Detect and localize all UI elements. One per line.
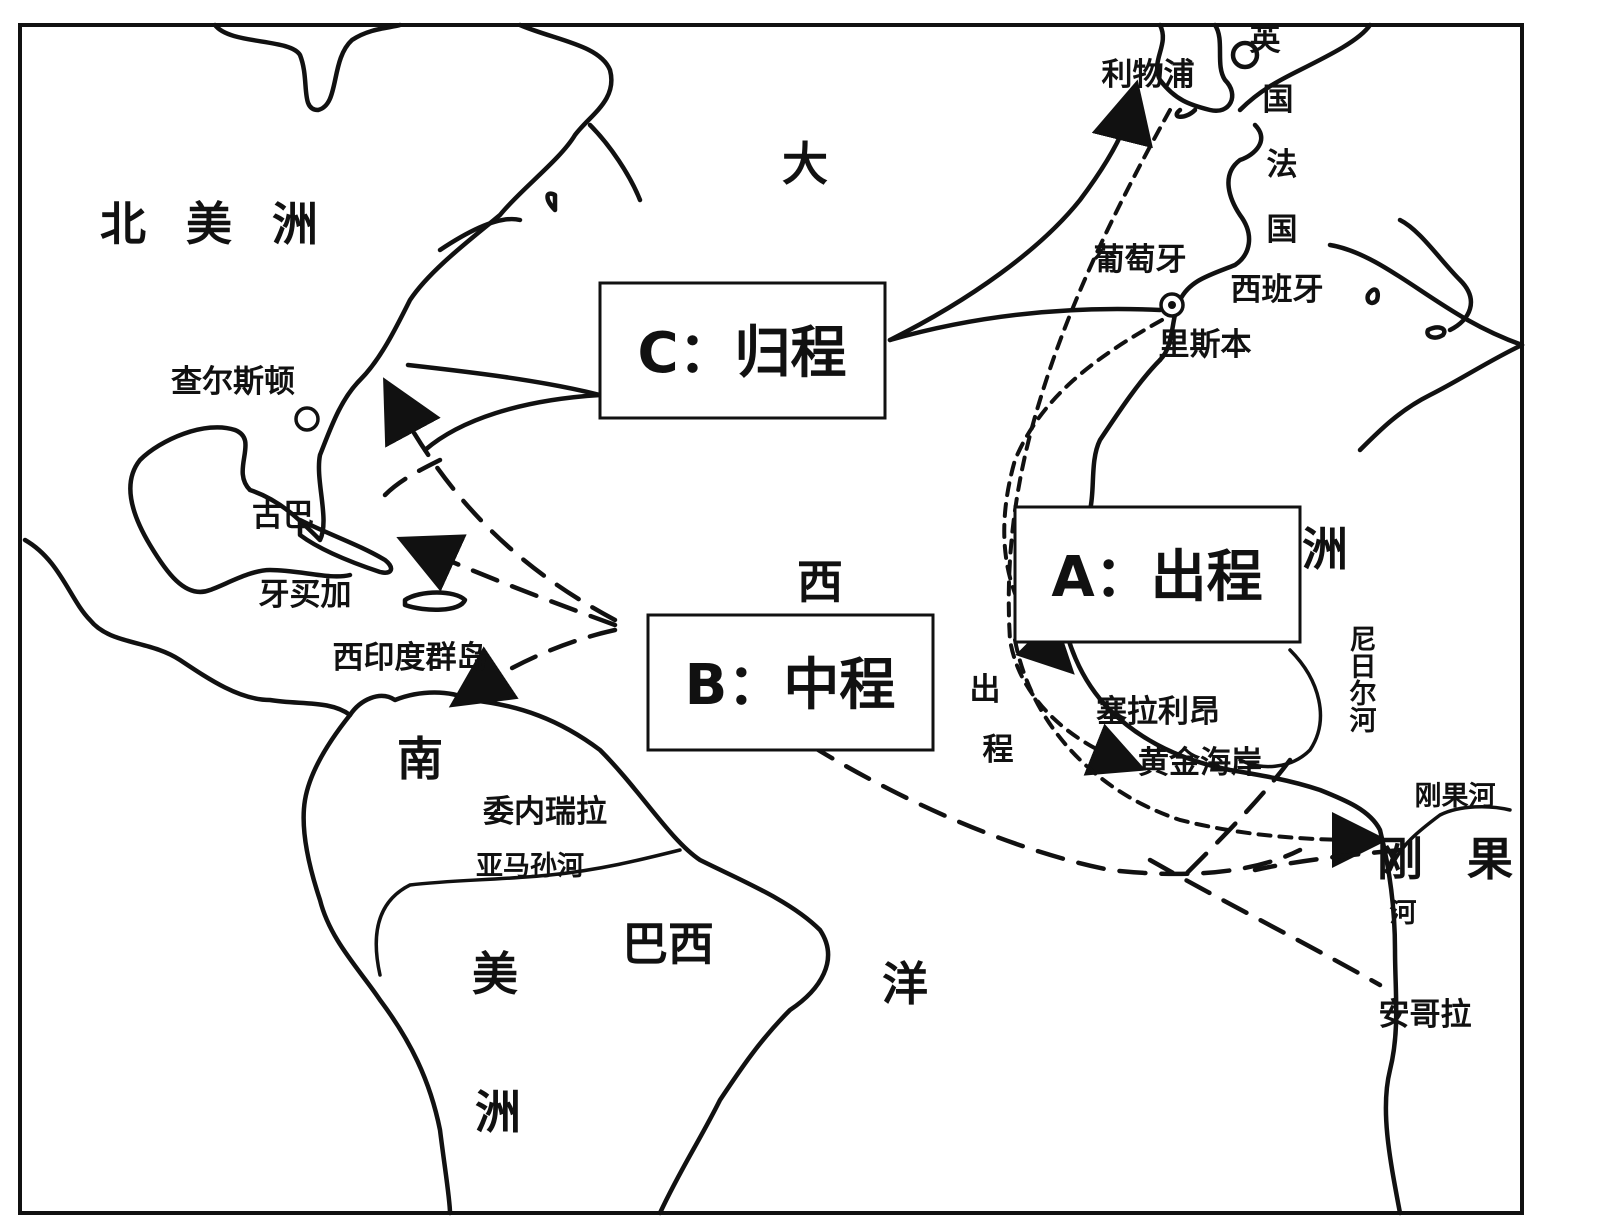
label-brazil: 巴西 bbox=[622, 917, 714, 971]
label-sierra-leone: 塞拉利昂 bbox=[1096, 694, 1220, 730]
britain-coast bbox=[1154, 22, 1235, 119]
box-b-middle bbox=[646, 613, 935, 752]
label-france-2: 国 bbox=[1267, 212, 1298, 248]
africa-coast bbox=[1057, 342, 1525, 1216]
label-niger-river: 尼日尔河 bbox=[1345, 625, 1377, 733]
label-jamaica: 牙买加 bbox=[259, 577, 352, 613]
label-england-1: 英 bbox=[1250, 22, 1282, 58]
map-frame bbox=[18, 23, 1524, 1215]
med-island bbox=[1425, 325, 1447, 340]
middle-route-africa bbox=[807, 742, 1303, 877]
med-island-2 bbox=[1365, 287, 1380, 306]
box-b-label: B：中程 bbox=[685, 653, 896, 718]
label-congo-river: 刚果河 bbox=[1415, 781, 1496, 812]
return-route-liverpool bbox=[887, 79, 1153, 343]
middle-route-goldcoast bbox=[1177, 757, 1293, 883]
label-france-1: 法 bbox=[1267, 147, 1298, 183]
label-spain: 西班牙 bbox=[1231, 272, 1324, 308]
box-c-label: C：归程 bbox=[637, 321, 846, 386]
label-outbound-2: 程 bbox=[983, 732, 1014, 768]
canada-islands bbox=[437, 122, 643, 253]
return-route-main bbox=[422, 392, 603, 453]
label-cuba: 古巴 bbox=[252, 498, 314, 534]
label-angola: 安哥拉 bbox=[1379, 997, 1472, 1033]
outbound-route-liverpool bbox=[1006, 108, 1172, 776]
south-america-coast bbox=[301, 690, 831, 1216]
middle-route-westindies bbox=[448, 627, 618, 708]
europe-coast bbox=[1157, 22, 1525, 363]
label-ocean-3: 洋 bbox=[882, 957, 928, 1011]
charleston-marker bbox=[294, 406, 320, 432]
label-congo-3: 河 bbox=[1390, 898, 1417, 929]
cuba-island bbox=[297, 517, 394, 575]
label-south-2: 美 bbox=[472, 947, 518, 1001]
label-venezuela: 委内瑞拉 bbox=[483, 794, 607, 830]
north-america-coast bbox=[22, 22, 614, 718]
label-ocean-2: 西 bbox=[797, 555, 843, 609]
outbound-route-congo bbox=[1013, 638, 1388, 868]
label-gold-coast: 黄金海岸 bbox=[1138, 745, 1262, 781]
label-charleston: 查尔斯顿 bbox=[171, 364, 295, 400]
jamaica-island bbox=[402, 590, 468, 612]
label-liverpool: 利物浦 bbox=[1102, 57, 1195, 93]
label-portugal: 葡萄牙 bbox=[1094, 242, 1187, 278]
label-south-1: 南 bbox=[397, 732, 443, 786]
niger-river bbox=[1238, 648, 1323, 769]
amazon-river bbox=[374, 848, 682, 977]
label-congo-2: 果 bbox=[1467, 832, 1513, 886]
return-route-charleston bbox=[405, 362, 603, 398]
middle-route-charleston bbox=[383, 377, 618, 623]
middle-route-angola bbox=[1147, 857, 1383, 988]
box-a-label: A：出程 bbox=[1051, 545, 1262, 610]
label-outbound-1: 出 bbox=[970, 672, 1001, 708]
return-route-lisbon bbox=[887, 306, 1163, 343]
label-lisbon: 里斯本 bbox=[1159, 327, 1252, 363]
box-a-outbound bbox=[1013, 505, 1302, 644]
lisbon-marker-dot bbox=[1168, 301, 1176, 309]
label-amazon: 亚马孙河 bbox=[476, 851, 584, 882]
label-south-3: 洲 bbox=[475, 1085, 521, 1139]
label-ocean-1: 大 bbox=[782, 137, 828, 191]
label-congo-1: 刚 bbox=[1377, 832, 1423, 886]
middle-route-congo bbox=[1252, 847, 1403, 873]
england-marker bbox=[1230, 40, 1260, 70]
middle-route-cuba bbox=[382, 457, 443, 498]
label-north-america: 北 美 洲 bbox=[100, 197, 330, 251]
label-west-indies: 西印度群岛 bbox=[333, 640, 488, 676]
middle-route-jamaica bbox=[396, 534, 618, 628]
box-c-return bbox=[598, 281, 887, 420]
label-africa-1: 洲 bbox=[1302, 522, 1348, 576]
label-england-2: 国 bbox=[1263, 82, 1294, 118]
